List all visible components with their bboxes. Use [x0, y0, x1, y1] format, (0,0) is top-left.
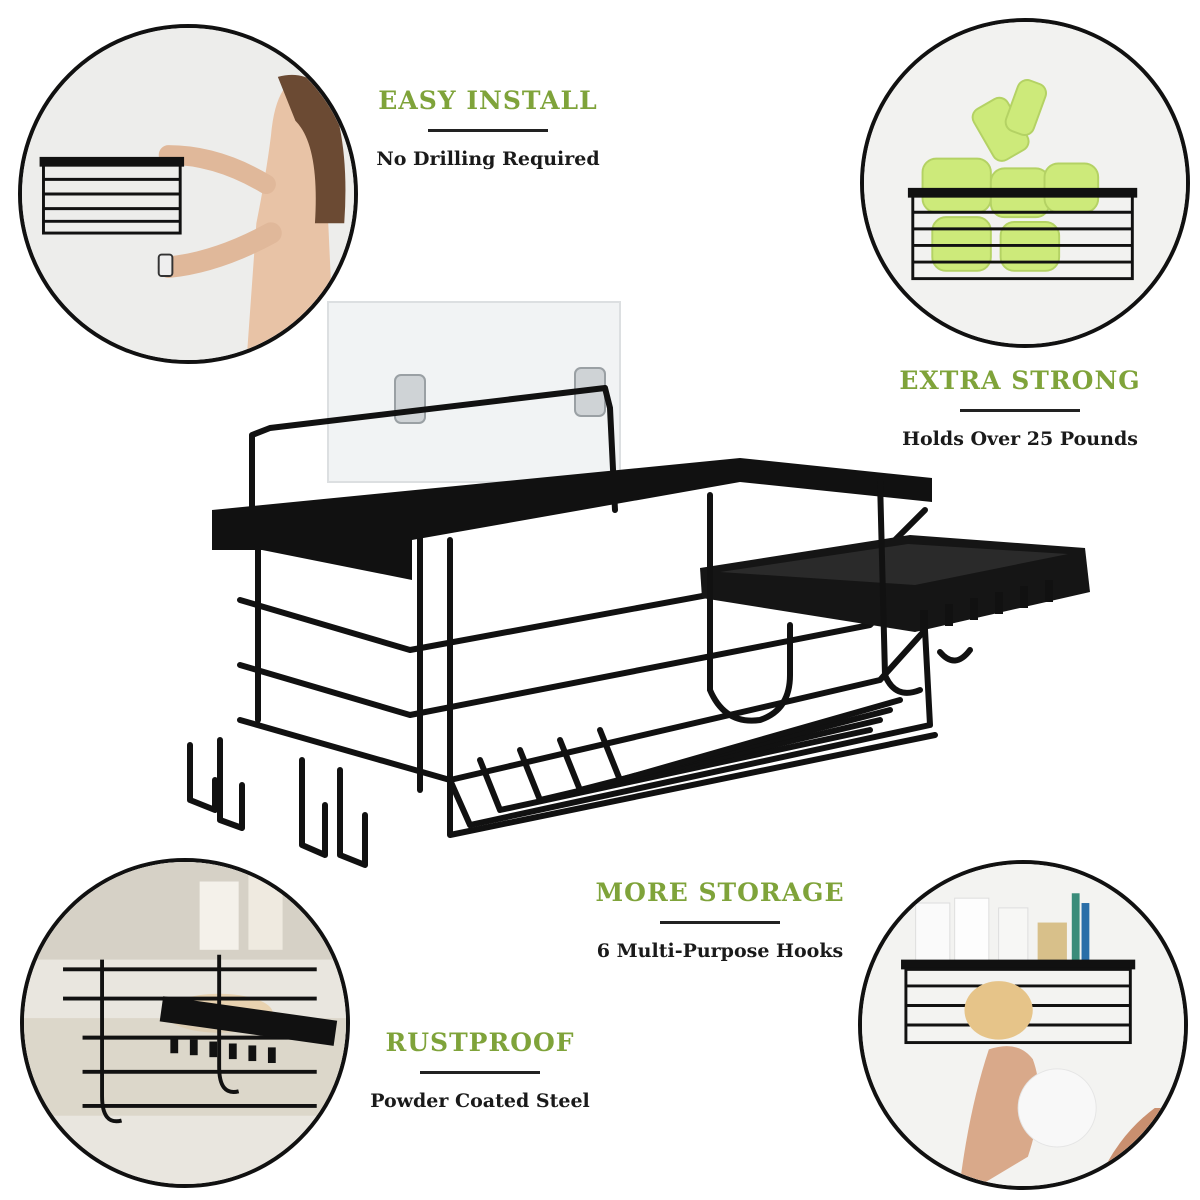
- feature-extra-strong: EXTRA STRONG Holds Over 25 Pounds: [870, 366, 1170, 450]
- feature-title: EXTRA STRONG: [899, 366, 1141, 395]
- divider: [660, 921, 780, 924]
- divider: [960, 409, 1080, 412]
- feature-subtitle: Holds Over 25 Pounds: [902, 428, 1138, 450]
- feature-subtitle: No Drilling Required: [376, 148, 600, 170]
- feature-title: MORE STORAGE: [595, 878, 845, 907]
- feature-rustproof: RUSTPROOF Powder Coated Steel: [330, 1028, 630, 1112]
- feature-title: RUSTPROOF: [385, 1028, 575, 1057]
- rim-front: [212, 510, 412, 550]
- strength-photo: [860, 18, 1190, 348]
- feature-easy-install: EASY INSTALL No Drilling Required: [338, 86, 638, 170]
- dumbbells-illustration: [864, 22, 1186, 344]
- storage-photo: [858, 860, 1188, 1190]
- adhesive-hook-left: [394, 374, 426, 424]
- feature-more-storage: MORE STORAGE 6 Multi-Purpose Hooks: [570, 878, 870, 962]
- rustproof-photo: [20, 858, 350, 1188]
- feature-subtitle: Powder Coated Steel: [370, 1090, 590, 1112]
- divider: [420, 1071, 540, 1074]
- feature-subtitle: 6 Multi-Purpose Hooks: [596, 940, 844, 962]
- soap-dish-hooks: [707, 477, 973, 724]
- divider: [428, 129, 548, 132]
- feature-title: EASY INSTALL: [378, 86, 598, 115]
- install-illustration: [22, 28, 354, 360]
- soap-dish-illustration: [24, 862, 346, 1184]
- install-photo: [18, 24, 358, 364]
- shower-caddy-product: [187, 301, 1090, 868]
- soap-dish: [700, 535, 1090, 632]
- shelf-in-use-illustration: [862, 864, 1184, 1186]
